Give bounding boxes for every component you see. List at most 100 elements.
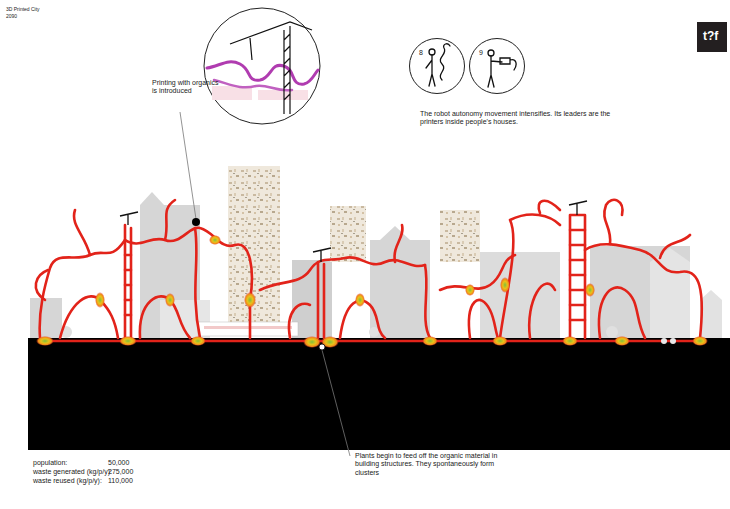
plant-cluster-part: [492, 336, 508, 346]
tree-part: [606, 326, 618, 338]
leader-line-part: [322, 350, 350, 456]
leader-line: [180, 112, 350, 456]
callout-note: Plants begin to feed off the organic mat…: [355, 452, 510, 477]
printed-structure-part: [340, 301, 385, 338]
printed-structure-part: [469, 300, 498, 338]
callout-number: 8: [419, 49, 423, 57]
printed-structure-part: [40, 240, 125, 338]
printed-structure-part: [260, 257, 425, 290]
logo-box: t?f: [697, 22, 727, 52]
printed-structure-part: [570, 230, 585, 320]
printed-structure-part: [604, 200, 622, 244]
callout-dot: [192, 218, 200, 226]
printer-crane-part: [569, 201, 587, 215]
building-silhouette-part: [700, 290, 722, 300]
stick-figure: [426, 44, 516, 87]
small-markers-part: [661, 338, 667, 344]
building-silhouette-part: [480, 252, 560, 338]
callout-note: Printing with organics is introduced: [152, 79, 224, 96]
logo-text: t?f: [703, 29, 718, 43]
stick-figure-part: [500, 58, 516, 70]
detail-circle: [204, 8, 320, 124]
printed-structure-part: [529, 284, 555, 338]
callout-dot: [319, 344, 325, 350]
printed-structure-part: [599, 287, 645, 338]
building-silhouette-part: [30, 298, 62, 338]
printed-structure-part: [570, 215, 585, 338]
plant-cluster-part: [119, 336, 137, 346]
detail-circle-part: [214, 80, 292, 90]
stick-figure-part: [440, 44, 450, 80]
textured-tower-part: [440, 210, 480, 262]
plant-cluster-part: [465, 284, 475, 296]
plant-cluster-part: [303, 336, 321, 348]
building-silhouette-part: [380, 226, 410, 240]
detail-circle-part: [207, 62, 318, 84]
building-silhouette-part: [650, 262, 690, 338]
printed-structure-part: [195, 228, 200, 338]
plant-cluster-part: [422, 336, 438, 346]
printed-structure: [36, 200, 705, 341]
ground-band: [28, 338, 730, 450]
plant-cluster-part: [562, 336, 578, 346]
page-title: 3D Printed City: [6, 6, 40, 12]
printed-structure-part: [395, 225, 403, 262]
detail-circle-part: [258, 90, 308, 100]
printed-structure-part: [425, 265, 430, 338]
callout-number: 9: [479, 49, 483, 57]
stick-figure-part: [488, 50, 494, 56]
building-silhouette-part: [590, 246, 690, 338]
small-markers-part: [670, 338, 676, 344]
window-strip-part: [198, 322, 298, 336]
building-silhouette-part: [700, 300, 722, 338]
table-cell: population:: [33, 459, 67, 467]
printed-structure-part: [317, 262, 320, 338]
printed-structure-part: [40, 340, 705, 343]
printed-structure-part: [125, 255, 131, 315]
plant-cluster-part: [692, 336, 708, 346]
stick-figure-part: [429, 49, 435, 55]
plant-cluster-part: [165, 293, 175, 307]
table-cell: waste reused (kg/p/y):: [33, 477, 102, 485]
printed-structure-part: [660, 235, 690, 258]
textured-tower-part: [330, 206, 366, 262]
printer-crane-part: [120, 212, 138, 225]
detail-circle-part: [230, 22, 312, 60]
plant-cluster-part: [585, 283, 595, 297]
printed-structure-part: [165, 200, 175, 240]
printed-structure-part: [289, 304, 310, 338]
plant-cluster-part: [500, 277, 510, 293]
window-strip: [198, 322, 298, 336]
plant-cluster: [36, 235, 708, 348]
table-cell: 275,000: [108, 468, 133, 476]
building-silhouette-part: [140, 192, 164, 205]
plant-cluster-part: [209, 235, 221, 245]
printed-structure-part: [124, 225, 127, 340]
window-strip-part: [204, 326, 292, 329]
stick-figure-part: [426, 55, 435, 86]
printed-structure-part: [539, 201, 560, 213]
textured-tower: [228, 166, 480, 336]
table-cell: 110,000: [108, 477, 133, 485]
printed-structure-part: [140, 296, 190, 338]
plant-cluster-part: [355, 293, 365, 307]
scene-circle: 8: [409, 38, 465, 94]
printed-structure-part: [74, 210, 90, 255]
plant-cluster-part: [614, 336, 630, 346]
year-label: 2090: [6, 13, 17, 19]
detail-circle-part: [284, 26, 290, 114]
small-markers: [661, 338, 676, 344]
plant-cluster-part: [244, 292, 256, 308]
printer-crane-part: [313, 248, 331, 262]
printed-structure-part: [60, 296, 118, 338]
textured-tower-part: [228, 166, 280, 336]
detail-circle-part: [204, 8, 320, 124]
table-cell: waste generated (kg/p/y):: [33, 468, 112, 476]
plant-cluster-part: [36, 336, 54, 346]
table-cell: 50,000: [108, 459, 129, 467]
printer-crane: [120, 201, 587, 262]
callout-note: The robot autonomy movement intensifies.…: [420, 110, 625, 127]
printed-structure-part: [585, 244, 702, 338]
scene-circle: 9: [469, 38, 525, 94]
